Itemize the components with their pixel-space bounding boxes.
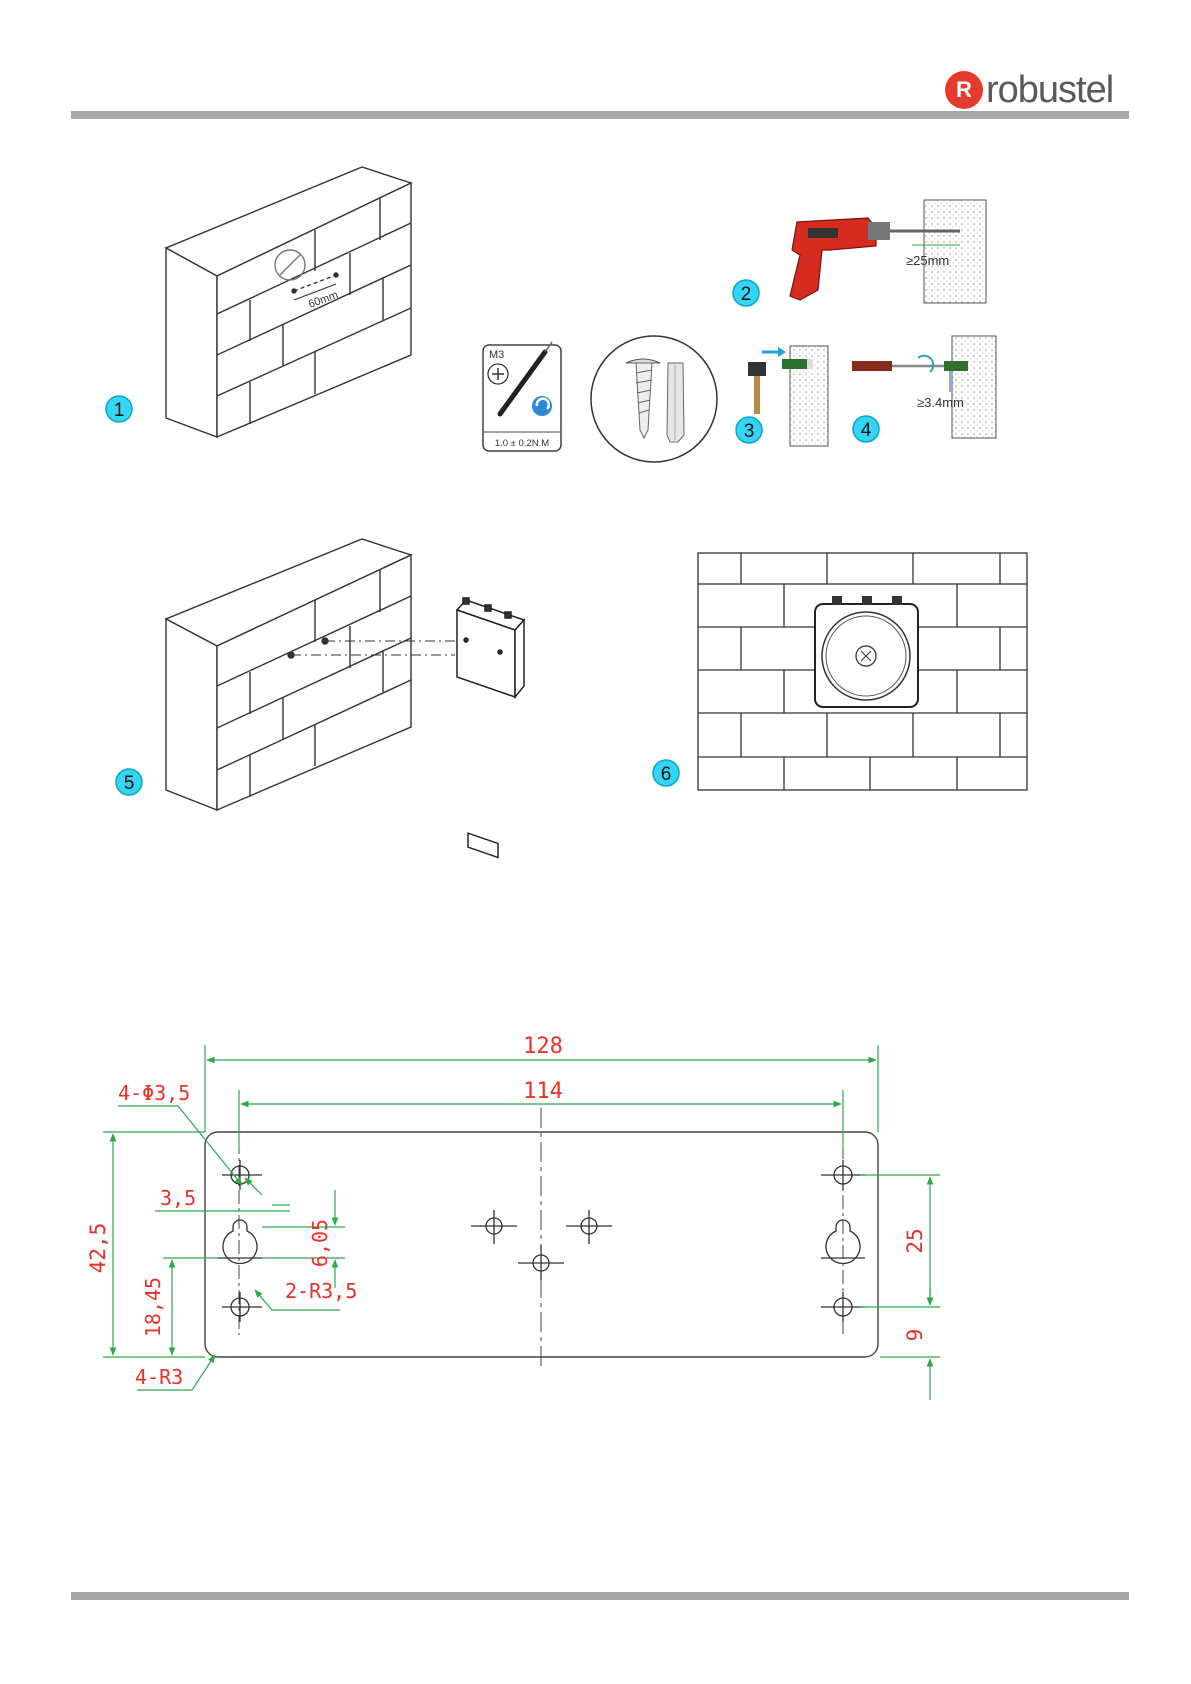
torque-label: 1.0 ± 0.2N.M bbox=[495, 438, 549, 449]
step-2-number: 2 bbox=[741, 284, 752, 305]
screw-clearance-label: ≥3.4mm bbox=[917, 395, 964, 410]
step5-wall-figure bbox=[166, 539, 465, 810]
dim-6-05: 6,05 bbox=[308, 1219, 332, 1267]
screw-anchor-icon bbox=[591, 336, 717, 462]
step-1-number: 1 bbox=[114, 400, 125, 421]
step-3-number: 3 bbox=[744, 421, 755, 442]
dim-corners: 4-R3 bbox=[135, 1365, 183, 1389]
drill-depth-label: ≥25mm bbox=[906, 253, 949, 268]
step-4-number: 4 bbox=[861, 420, 872, 441]
dim-42-5: 42,5 bbox=[86, 1223, 110, 1274]
footer-rule bbox=[71, 1592, 1129, 1600]
mounted-router-icon bbox=[815, 596, 918, 707]
step-6-number: 6 bbox=[661, 764, 672, 785]
dim-114: 114 bbox=[523, 1079, 563, 1104]
dim-18-45: 18,45 bbox=[141, 1277, 165, 1337]
drill-icon bbox=[790, 200, 986, 303]
screw-size-label: M3 bbox=[489, 349, 504, 361]
step-5-number: 5 bbox=[124, 773, 135, 794]
step1-wall-figure bbox=[166, 167, 411, 437]
router-device-icon bbox=[457, 598, 524, 857]
dim-25: 25 bbox=[903, 1228, 927, 1253]
dim-keyholes: 2-R3,5 bbox=[285, 1279, 357, 1303]
dim-128: 128 bbox=[523, 1034, 563, 1059]
dim-holes: 4-Φ3,5 bbox=[118, 1081, 190, 1105]
dim-9: 9 bbox=[903, 1329, 927, 1342]
mounting-plate-drawing: 128 114 4-Φ3,5 3,5 42,5 6,05 2-R3,5 18,4… bbox=[86, 1034, 940, 1400]
dim-3-5: 3,5 bbox=[160, 1186, 196, 1210]
